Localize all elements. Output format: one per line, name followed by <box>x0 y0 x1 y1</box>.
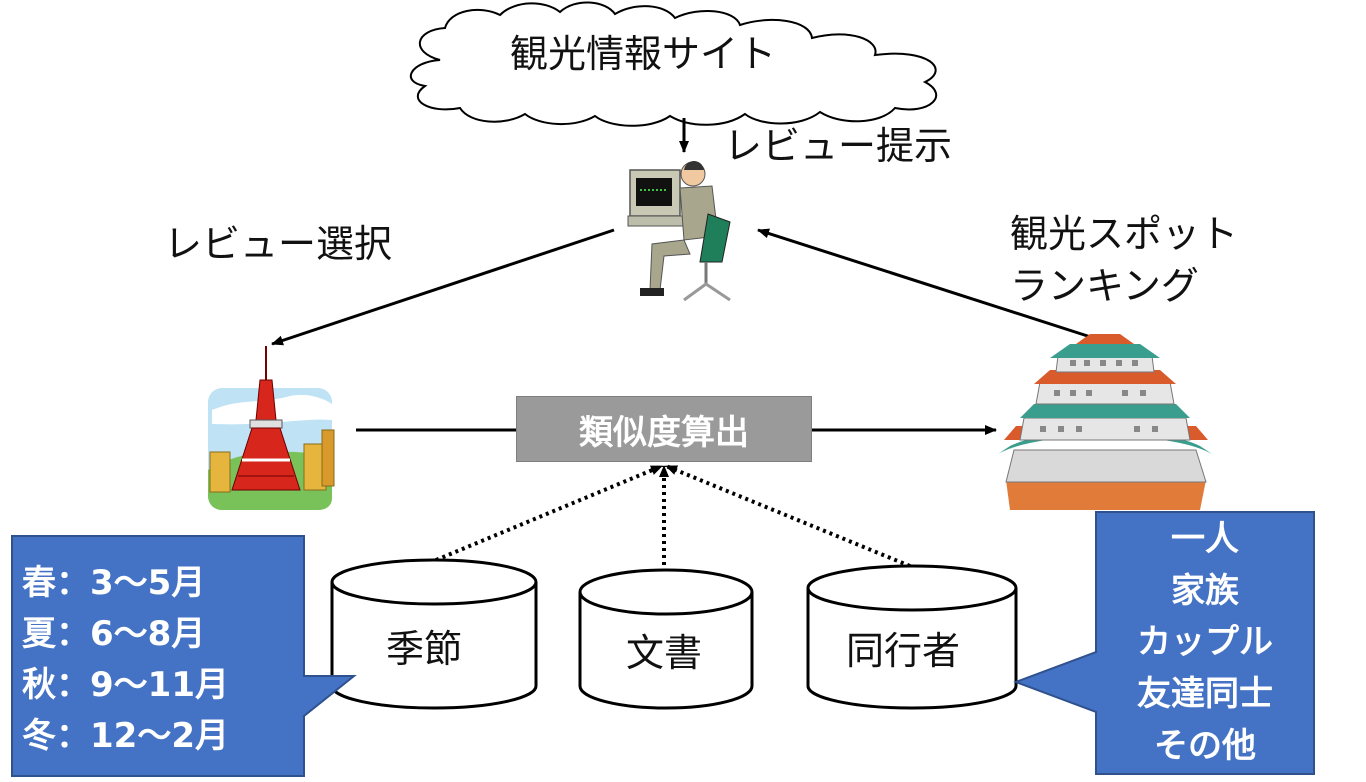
review-select-label: レビュー選択 <box>164 222 393 266</box>
database-season <box>330 558 538 710</box>
review-present-label: レビュー提示 <box>724 124 953 168</box>
cloud-label: 観光情報サイト <box>510 32 777 76</box>
companion-callout: 一人 家族 カップル 友達同士 その他 <box>1096 512 1314 774</box>
companion-friends: 友達同士 <box>1137 674 1273 715</box>
similarity-box: 類似度算出 <box>516 396 812 462</box>
companion-couple: カップル <box>1137 622 1273 663</box>
season-summer: 夏：6〜8月 <box>22 614 206 654</box>
ranking-label-line-1: 観光スポット <box>1010 212 1239 256</box>
companion-other: その他 <box>1154 725 1256 766</box>
database-document-label: 文書 <box>626 631 703 675</box>
ranking-label-line-2: ランキング <box>1010 264 1199 309</box>
database-document <box>578 568 754 710</box>
companion-alone: 一人 <box>1171 519 1239 559</box>
arrow-castle-to-user <box>757 228 1101 342</box>
dotted-arrow-companion <box>665 464 911 568</box>
dotted-arrow-season <box>435 464 663 562</box>
companion-family: 家族 <box>1171 570 1239 611</box>
database-companion <box>806 564 1018 710</box>
season-autumn: 秋：9〜11月 <box>22 665 229 705</box>
database-season-label: 季節 <box>386 627 463 671</box>
database-companion-label: 同行者 <box>846 629 961 673</box>
season-spring: 春：3〜5月 <box>22 563 206 603</box>
companion-callout-shape <box>1013 511 1315 775</box>
person-at-computer-icon <box>627 161 731 302</box>
ranking-label: 観光スポット ランキング <box>1010 208 1238 313</box>
arrow-user-to-tower <box>271 228 615 346</box>
japanese-castle-icon <box>998 334 1212 510</box>
season-callout-shape <box>11 535 357 777</box>
cloud-icon <box>410 1 938 127</box>
season-callout: 春：3〜5月 夏：6〜8月 秋：9〜11月 冬：12〜2月 <box>12 536 304 776</box>
season-winter: 冬：12〜2月 <box>22 716 229 756</box>
tokyo-tower-icon <box>208 346 335 510</box>
